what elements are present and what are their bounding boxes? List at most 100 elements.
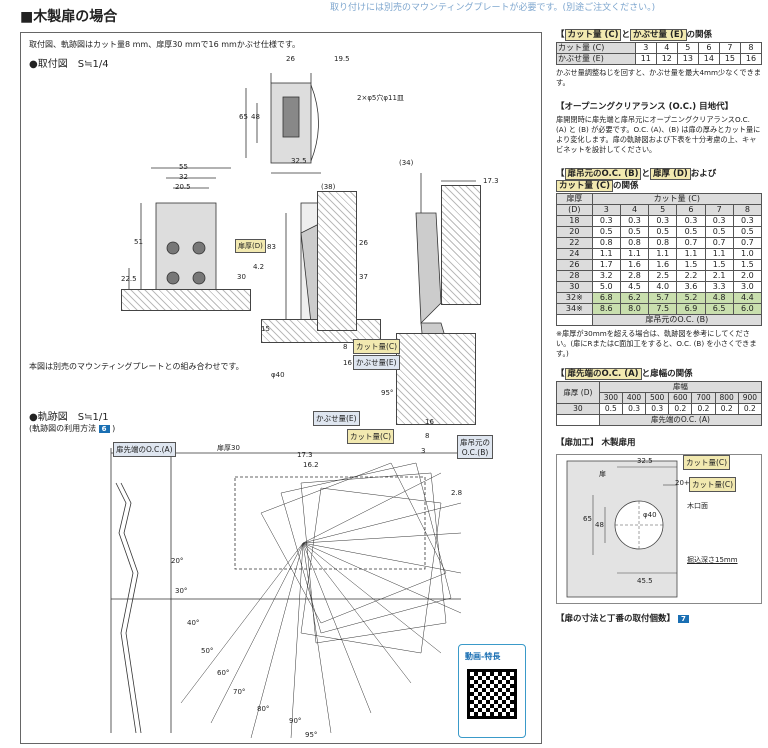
wood-dim-phi40: φ40 <box>643 511 657 519</box>
table1-title: 【カット量 (C)とかぶせ量 (E)の関係 <box>556 29 713 41</box>
dim-30: 30 <box>237 273 246 281</box>
oc-title: 【オープニングクリアランス (O.C.) 目地代】 <box>556 102 734 112</box>
dim-phi40: φ40 <box>271 371 285 379</box>
track-cut-label: カット量(C) <box>347 429 395 444</box>
dim-19-5: 19.5 <box>334 55 350 63</box>
dim-32-5: 32.5 <box>291 157 307 165</box>
t1-title-overlay: かぶせ量 (E) <box>630 29 687 41</box>
angle-50: 50° <box>201 647 214 655</box>
angle-90: 90° <box>289 717 302 725</box>
angle-70: 70° <box>233 688 246 696</box>
t2-col: 4 <box>619 204 650 216</box>
t2-cell: 2.8 <box>619 270 650 282</box>
t3-head-door: 扉厚 (D) <box>556 381 600 404</box>
t2-cell: 6.2 <box>619 292 650 304</box>
t2-cell: 0.5 <box>676 226 706 238</box>
t2-row-door: 24 <box>556 248 593 260</box>
video-qr-box[interactable]: 動画-特長 <box>458 644 526 738</box>
dim-4-2: 4.2 <box>253 263 265 271</box>
t2-row-door: 20 <box>556 226 593 238</box>
t2-cell: 0.8 <box>591 237 621 249</box>
t2-cell: 2.2 <box>676 270 706 282</box>
t2-cell: 6.8 <box>591 292 621 304</box>
t2-cell: 3.2 <box>591 270 621 282</box>
t3-col: 300 <box>598 392 623 404</box>
footer-text: 【扉の寸法と丁番の取付個数】 <box>556 614 676 624</box>
t3-cell: 0.2 <box>668 403 693 415</box>
t2-cell: 6.9 <box>676 303 706 315</box>
dim-20-5: 20.5 <box>175 183 191 191</box>
wood-depth: 掘込深さ15mm <box>687 556 738 564</box>
t1-title-mid: と <box>621 30 630 40</box>
t1-cell: 3 <box>634 42 657 54</box>
t2-cell: 6.0 <box>732 303 763 315</box>
mounting-diagram-panel: 取付図、軌跡図はカット量8 mm、扉厚30 mmで16 mmかぶせ仕様です。 ●… <box>20 32 542 744</box>
t3-row-door: 30 <box>556 403 600 415</box>
t2-cell: 1.0 <box>732 248 763 260</box>
t2-cell: 1.1 <box>591 248 621 260</box>
t2-note: ※扉厚が30mmを超える場合は、軌跡図を参考にしてください。(扉にRまたはC面加… <box>556 329 757 358</box>
holes-label: 2×φ5穴φ11皿 <box>357 94 404 102</box>
t2-cell: 0.3 <box>591 215 621 227</box>
t2-cell: 5.0 <box>591 281 621 293</box>
track-heading: ●軌跡図 S≒1/1 <box>29 412 109 423</box>
t1-title-end: の関係 <box>686 30 713 40</box>
oc-b-label: 扉吊元の O.C.(B) <box>457 435 493 459</box>
t2-cell: 0.5 <box>619 226 650 238</box>
track-dim-17-3: 17.3 <box>297 451 313 459</box>
t2-col: 3 <box>591 204 621 216</box>
t2-cell: 0.7 <box>676 237 706 249</box>
angle-60: 60° <box>217 669 230 677</box>
t3-cell: 0.3 <box>621 403 647 415</box>
dim-38: (38) <box>321 183 336 191</box>
t2-cell: 1.6 <box>619 259 650 271</box>
t2-cell: 4.4 <box>732 292 763 304</box>
wood-kiguchi: 木口面 <box>687 502 708 510</box>
dim-26-side: 26 <box>359 239 368 247</box>
t2-cell: 4.5 <box>619 281 650 293</box>
t2-col: 8 <box>732 204 763 216</box>
footer-badge[interactable]: 7 <box>677 615 689 623</box>
footer-link[interactable]: 【扉の寸法と丁番の取付個数】 7 <box>556 612 762 624</box>
t2-row-door: 30 <box>556 281 593 293</box>
track-sub-end: ) <box>112 424 116 433</box>
wood-dim-20: 20+ <box>675 479 690 487</box>
oc-b-line1: 扉吊元の <box>460 438 490 447</box>
t2-cell: 4.0 <box>648 281 678 293</box>
t2-cell: 1.5 <box>732 259 763 271</box>
t2-cell: 3.0 <box>732 281 763 293</box>
t2-cell: 0.3 <box>676 215 706 227</box>
t2-row-door: 26 <box>556 259 593 271</box>
qr-code[interactable] <box>467 669 517 719</box>
t2-cell: 1.1 <box>676 248 706 260</box>
dim-55: 55 <box>179 163 188 171</box>
t2-cell: 0.5 <box>591 226 621 238</box>
t2-cell: 0.3 <box>619 215 650 227</box>
t1-cell: 8 <box>739 42 763 54</box>
t1-cell: 12 <box>655 53 678 65</box>
dim-15: 15 <box>261 325 270 333</box>
wood-dim-45-5: 45.5 <box>637 577 653 585</box>
wood-door-label: 扉 <box>599 470 606 478</box>
t2-cell: 1.1 <box>619 248 650 260</box>
angle-20: 20° <box>171 557 184 565</box>
t2-col: 7 <box>704 204 734 216</box>
track-usage-link[interactable]: 6 <box>98 425 110 433</box>
t1-cell: 5 <box>676 42 699 54</box>
t2-title-b: 扉厚 (D) <box>649 168 691 180</box>
t1-cell: 11 <box>634 53 657 65</box>
track-sub: (軌跡図の利用方法 6 ) <box>29 423 115 434</box>
t3-col: 600 <box>668 392 693 404</box>
oc-text: 扉開閉時に扉先端と扉吊元にオープニングクリアランスO.C. (A) と (B) … <box>556 115 761 154</box>
dim-34: (34) <box>399 159 414 167</box>
t1-cell: 15 <box>718 53 741 65</box>
t2-cell: 8.6 <box>591 303 621 315</box>
t2-head-door: 扉厚 <box>556 193 593 205</box>
oc-a-label: 扉先端のO.C.(A) <box>113 442 176 457</box>
door-open-section <box>396 333 476 425</box>
